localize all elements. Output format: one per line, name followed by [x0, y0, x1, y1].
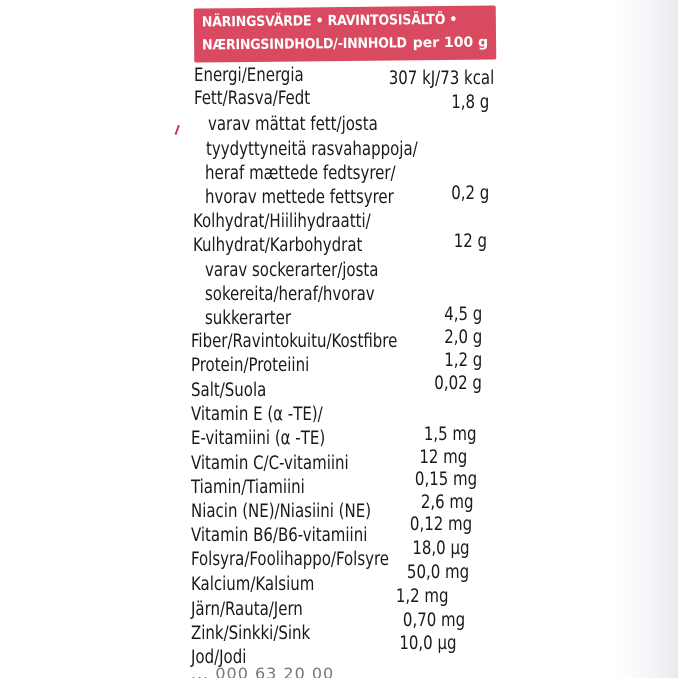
row-value-vit-e: 1,5 mg: [424, 424, 477, 445]
package-edge: [616, 0, 678, 678]
row-value-vit-b6: 0,12 mg: [409, 514, 472, 535]
row-value-sugar: 4,5 g: [443, 304, 482, 325]
row-label-salt: Salt/Suola: [191, 380, 267, 401]
row-label-calcium: Kalcium/Kalsium: [191, 574, 315, 595]
header-title-line1: NÄRINGSVÄRDE • RAVINTOSISÄLTÖ •: [201, 11, 458, 31]
row-label-vit-c: Vitamin C/C-vitamiini: [191, 453, 349, 474]
cut-off-footer-text: ... 000 63 20 00: [191, 664, 335, 678]
row-label-fat: Fett/Rasva/Fedt: [194, 88, 311, 109]
row-label-vit-e-2: E-vitamiini (α -TE): [191, 428, 326, 449]
print-speck: [174, 124, 186, 138]
row-value-carb: 12 g: [453, 231, 487, 252]
row-value-sat-fat: 0,2 g: [450, 183, 489, 204]
row-label-thiamin: Tiamin/Tiamiini: [191, 477, 305, 498]
row-value-protein: 1,2 g: [443, 350, 482, 371]
row-label-fiber: Fiber/Ravintokuitu/Kostfibre: [191, 331, 398, 352]
row-label-sugar-1: varav sockerarter/josta: [205, 260, 379, 281]
row-label-protein: Protein/Proteiini: [191, 355, 310, 376]
row-label-carb-2: Kulhydrat/Karbohydrat: [193, 235, 363, 256]
header-per-100g: per 100 g: [412, 34, 489, 52]
row-value-vit-c: 12 mg: [419, 447, 467, 468]
row-value-calcium: 50,0 mg: [406, 562, 469, 583]
row-value-fiber: 2,0 g: [443, 327, 482, 348]
row-label-vit-e-1: Vitamin E (α -TE)/: [191, 404, 323, 425]
row-value-zinc: 0,70 mg: [402, 610, 465, 631]
row-label-sat-fat-3: heraf mættede fedtsyrer/: [205, 163, 396, 184]
row-value-salt: 0,02 g: [434, 373, 482, 394]
row-label-sat-fat-1: varav mättat fett/josta: [208, 114, 378, 135]
row-value-iodine: 10,0 µg: [398, 633, 456, 654]
nutrition-header-band: NÄRINGSVÄRDE • RAVINTOSISÄLTÖ • NÆRINGSI…: [193, 5, 497, 63]
row-value-energy: 307 kJ/73 kcal: [388, 68, 494, 89]
row-label-iodine: Jod/Jodi: [191, 647, 247, 668]
row-value-folate: 18,0 µg: [411, 538, 469, 559]
row-value-iron: 1,2 mg: [396, 586, 449, 607]
row-label-iron: Järn/Rauta/Jern: [191, 599, 303, 620]
header-title-line2: NÆRINGSINDHOLD/-INNHOLD: [202, 35, 407, 54]
row-label-zinc: Zink/Sinkki/Sink: [191, 623, 311, 644]
row-label-energy: Energi/Energia: [194, 65, 304, 86]
row-label-sugar-3: sukkerarter: [205, 308, 292, 329]
row-label-vit-b6: Vitamin B6/B6-vitamiini: [191, 525, 368, 546]
row-label-sat-fat-4: hvorav mettede fettsyrer: [205, 187, 394, 208]
row-label-niacin: Niacin (NE)/Niasiini (NE): [191, 501, 372, 522]
row-label-sat-fat-2: tyydyttyneitä rasvahappoja/: [206, 139, 418, 160]
row-value-fat: 1,8 g: [450, 92, 489, 113]
row-value-thiamin: 0,15 mg: [414, 469, 477, 490]
row-label-folate: Folsyra/Foolihappo/Folsyre: [191, 549, 390, 570]
row-label-sugar-2: sokereita/heraf/hvorav: [205, 284, 375, 305]
row-label-carb-1: Kolhydrat/Hiilihydraatti/: [193, 211, 371, 232]
row-value-niacin: 2,6 mg: [421, 492, 474, 513]
